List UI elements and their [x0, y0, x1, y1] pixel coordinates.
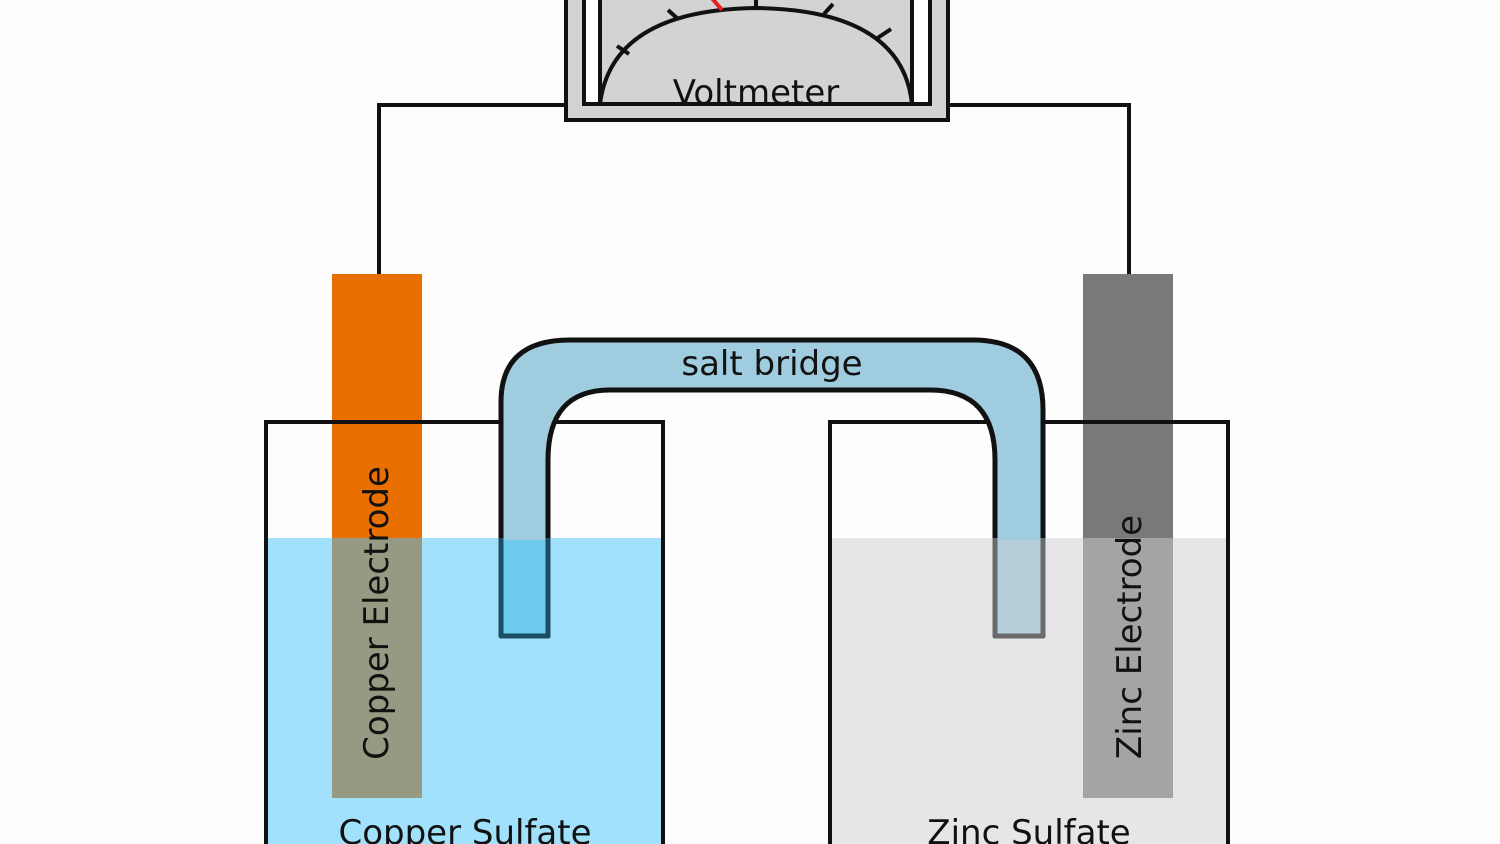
- copper-sulfate-solution: [266, 538, 663, 844]
- zinc-electrode-label: Zinc Electrode: [1110, 515, 1150, 759]
- voltmeter-label: Voltmeter: [673, 73, 839, 113]
- left-wire: [377, 103, 566, 275]
- copper-beaker: [266, 538, 663, 844]
- voltmeter-dial: [597, 5, 915, 106]
- right-wire: [948, 103, 1131, 275]
- zinc-electrode-upper: [1083, 274, 1173, 538]
- zinc-electrode: [1083, 274, 1173, 798]
- voltmeter-needle: [710, 0, 724, 12]
- voltmeter: Voltmeter: [564, 0, 950, 122]
- copper-electrode-label: Copper Electrode: [357, 466, 397, 760]
- salt-bridge-right-leg-outline: [992, 538, 1046, 639]
- copper-beaker-wall: [264, 420, 665, 844]
- copper-electrode-upper: [332, 274, 422, 538]
- copper-electrode: [332, 274, 422, 798]
- copper-sulfate-label: Copper Sulfate: [338, 813, 591, 844]
- external-wires: [377, 103, 1131, 275]
- copper-electrode-submerged: [332, 538, 422, 798]
- salt-bridge-left-leg-outline: [498, 538, 551, 639]
- salt-bridge-label: salt bridge: [681, 344, 862, 384]
- voltmeter-ticks: [615, 0, 893, 56]
- zinc-sulfate-label: Zinc Sulfate: [927, 813, 1130, 844]
- salt-bridge: salt bridge: [498, 337, 1046, 639]
- salt-bridge-right-submerged: [997, 540, 1041, 634]
- salt-bridge-left-submerged: [503, 540, 546, 634]
- zinc-electrode-submerged: [1083, 538, 1173, 798]
